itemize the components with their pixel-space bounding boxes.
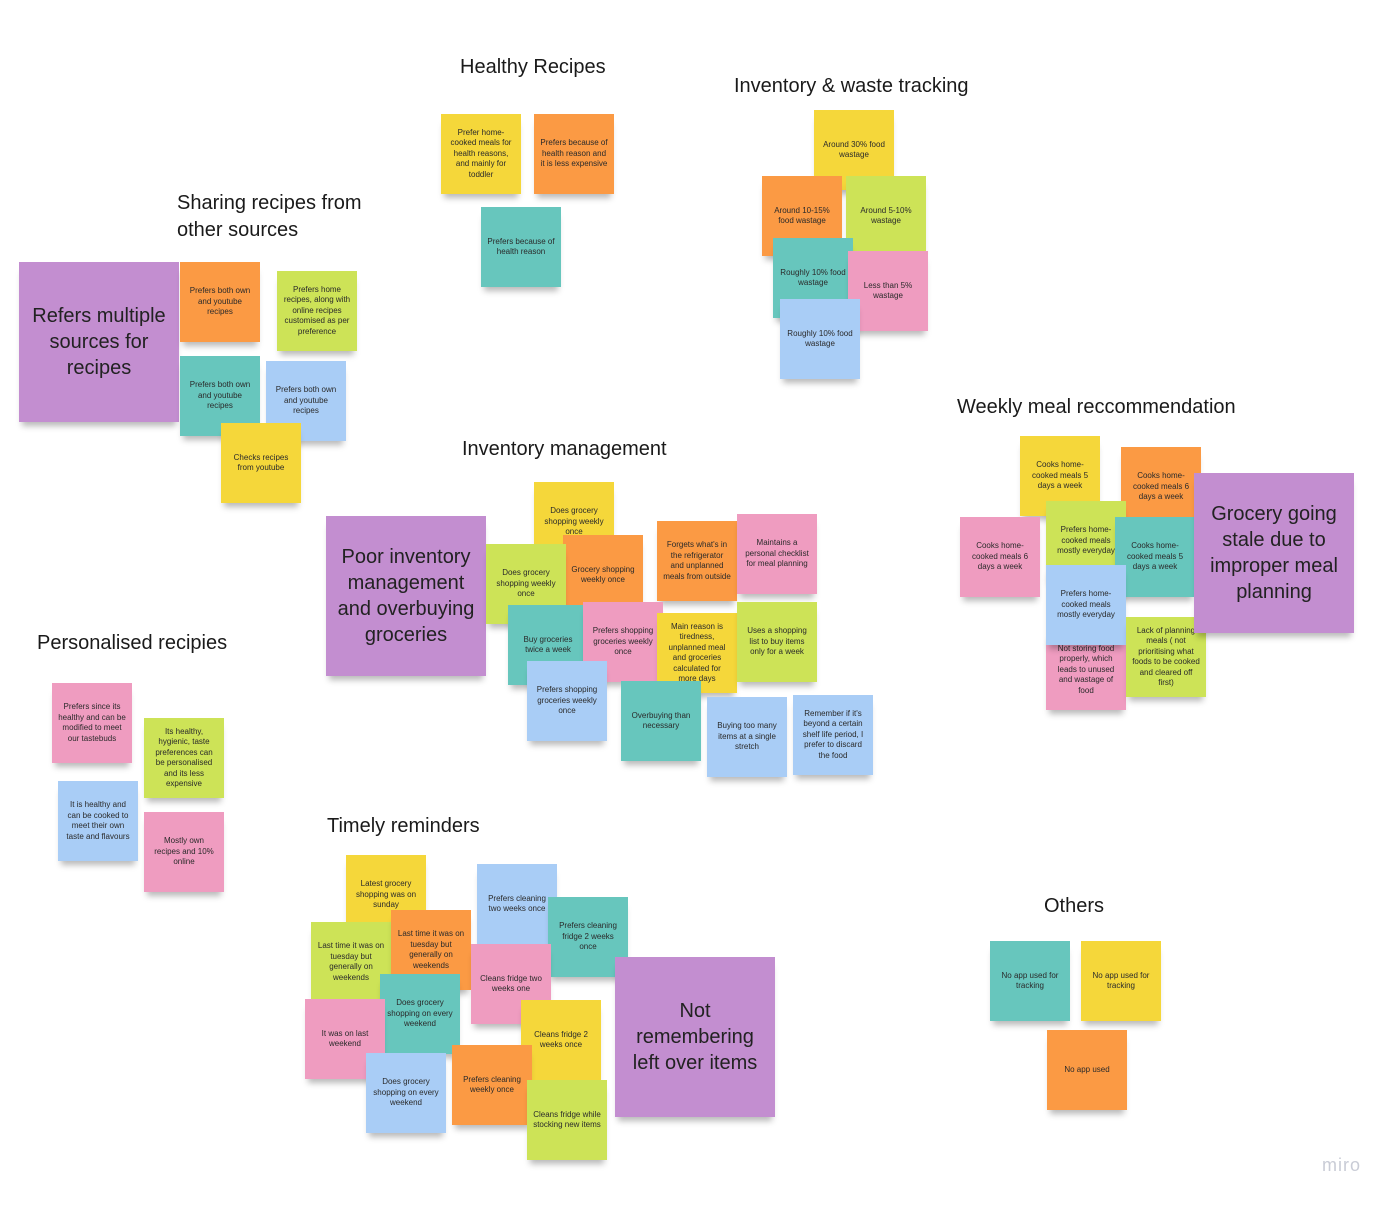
sticky-note[interactable]: Prefers because of health reason xyxy=(481,207,561,287)
sticky-note[interactable]: Prefers because of health reason and it … xyxy=(534,114,614,194)
sticky-note-theme[interactable]: Not remembering left over items xyxy=(615,957,775,1117)
sticky-note[interactable]: Maintains a personal checklist for meal … xyxy=(737,514,817,594)
cluster-title-inventory-waste: Inventory & waste tracking xyxy=(734,75,969,97)
sticky-note[interactable]: Remember if it's beyond a certain shelf … xyxy=(793,695,873,775)
sticky-note[interactable]: Does grocery shopping weekly once xyxy=(486,544,566,624)
sticky-note[interactable]: No app used xyxy=(1047,1030,1127,1110)
sticky-note[interactable]: Does grocery shopping on every weekend xyxy=(380,974,460,1054)
sticky-note[interactable]: No app used for tracking xyxy=(990,941,1070,1021)
sticky-note[interactable]: Cooks home-cooked meals 6 days a week xyxy=(1121,447,1201,527)
sticky-note[interactable]: Last time it was on tuesday but generall… xyxy=(311,922,391,1002)
sticky-note[interactable]: It is healthy and can be cooked to meet … xyxy=(58,781,138,861)
cluster-title-healthy-recipes: Healthy Recipes xyxy=(460,56,606,78)
cluster-title-timely-reminders: Timely reminders xyxy=(327,815,480,837)
sticky-note[interactable]: Overbuying than necessary xyxy=(621,681,701,761)
cluster-title-sharing-recipes: Sharing recipes from other sources xyxy=(177,192,362,241)
sticky-note[interactable]: Main reason is tiredness, unplanned meal… xyxy=(657,613,737,693)
sticky-note[interactable]: Cleans fridge 2 weeks once xyxy=(521,1000,601,1080)
sticky-note[interactable]: Prefers cleaning weekly once xyxy=(452,1045,532,1125)
sticky-note[interactable]: Prefer home-cooked meals for health reas… xyxy=(441,114,521,194)
sticky-note[interactable]: Does grocery shopping on every weekend xyxy=(366,1053,446,1133)
sticky-note[interactable]: Grocery shopping weekly once xyxy=(563,535,643,615)
sticky-note[interactable]: Mostly own recipes and 10% online xyxy=(144,812,224,892)
sticky-note[interactable]: Prefers cleaning fridge 2 weeks once xyxy=(548,897,628,977)
sticky-note-theme[interactable]: Poor inventory management and overbuying… xyxy=(326,516,486,676)
sticky-note[interactable]: Prefers both own and youtube recipes xyxy=(180,356,260,436)
sticky-note[interactable]: Prefers home recipes, along with online … xyxy=(277,271,357,351)
sticky-note[interactable]: Cooks home-cooked meals 6 days a week xyxy=(960,517,1040,597)
sticky-note[interactable]: Uses a shopping list to buy items only f… xyxy=(737,602,817,682)
miro-logo: miro xyxy=(1322,1155,1361,1175)
cluster-title-inventory-management: Inventory management xyxy=(462,438,667,460)
sticky-note[interactable]: No app used for tracking xyxy=(1081,941,1161,1021)
sticky-note[interactable]: Roughly 10% food wastage xyxy=(780,299,860,379)
sticky-note[interactable]: Less than 5% wastage xyxy=(848,251,928,331)
sticky-note[interactable]: Cooks home-cooked meals 5 days a week xyxy=(1115,517,1195,597)
cluster-title-personalised-recipes: Personalised recipies xyxy=(37,632,228,654)
sticky-note[interactable]: Forgets what's in the refrigerator and u… xyxy=(657,521,737,601)
cluster-title-others: Others xyxy=(1044,895,1105,917)
sticky-note[interactable]: Prefers home-cooked meals mostly everyda… xyxy=(1046,565,1126,645)
sticky-note[interactable]: Cleans fridge while stocking new items xyxy=(527,1080,607,1160)
sticky-note[interactable]: Checks recipes from youtube xyxy=(221,423,301,503)
sticky-note[interactable]: Prefers both own and youtube recipes xyxy=(180,262,260,342)
sticky-note[interactable]: Prefers shopping groceries weekly once xyxy=(527,661,607,741)
sticky-note[interactable]: Around 5-10% wastage xyxy=(846,176,926,256)
sticky-note-theme[interactable]: Grocery going stale due to improper meal… xyxy=(1194,473,1354,633)
sticky-note[interactable]: Lack of planning meals ( not prioritisin… xyxy=(1126,617,1206,697)
sticky-note-theme[interactable]: Refers multiple sources for recipes xyxy=(19,262,179,422)
cluster-title-weekly-meal: Weekly meal reccommendation xyxy=(957,396,1236,418)
sticky-note[interactable]: Buying too many items at a single stretc… xyxy=(707,697,787,777)
sticky-note[interactable]: Prefers since its healthy and can be mod… xyxy=(52,683,132,763)
sticky-note[interactable]: Prefers cleaning two weeks once xyxy=(477,864,557,944)
sticky-note[interactable]: Its healthy, hygienic, taste preferences… xyxy=(144,718,224,798)
